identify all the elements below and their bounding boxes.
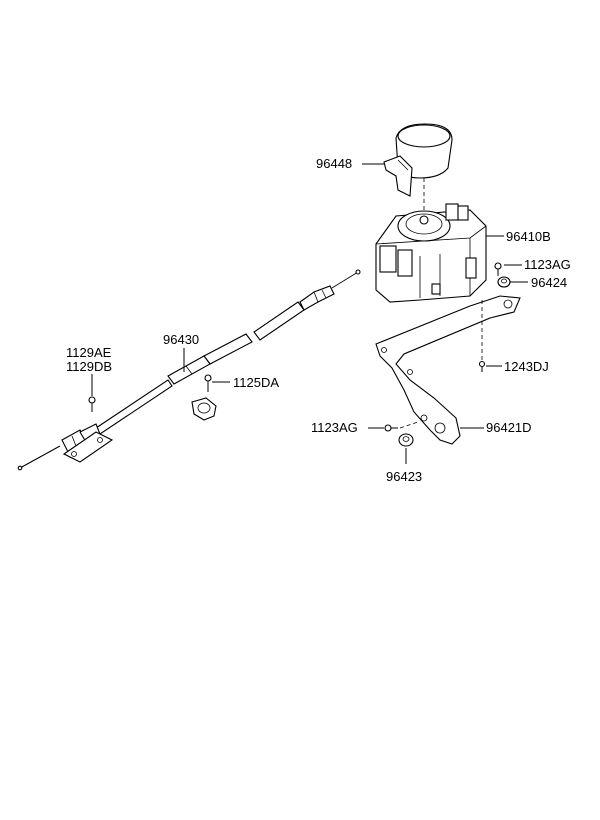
- bolt-1123AG-top: [494, 262, 502, 276]
- label-1123AG-top: 1123AG: [524, 257, 571, 272]
- label-1243DJ: 1243DJ: [504, 359, 549, 374]
- label-96424: 96424: [531, 275, 567, 290]
- label-96448: 96448: [316, 156, 352, 171]
- cable-clip: [191, 397, 217, 421]
- bolt-1125DA: [204, 374, 212, 392]
- nut-96423: [398, 433, 414, 447]
- label-1129DB: 1129DB: [66, 359, 112, 374]
- leader-lines: [91, 163, 528, 464]
- actuator-mounting-bracket: [375, 295, 521, 445]
- label-96410B: 96410B: [506, 229, 551, 244]
- cruise-control-actuator: [375, 203, 487, 303]
- label-1125DA: 1125DA: [233, 375, 279, 390]
- label-96421D: 96421D: [486, 420, 532, 435]
- throttle-control-cable: [17, 269, 361, 471]
- nut-96424: [497, 276, 511, 288]
- actuator-cover-cap: [383, 123, 453, 197]
- bolt-1123AG-bottom: [384, 424, 398, 432]
- bolt-1129AE: [88, 396, 96, 412]
- cable-end-bracket: [62, 431, 114, 463]
- label-96430: 96430: [163, 332, 199, 347]
- label-1123AG-bottom: 1123AG: [311, 420, 358, 435]
- label-96423: 96423: [386, 469, 422, 484]
- bolt-1243DJ: [478, 360, 486, 372]
- label-1129AE: 1129AE: [66, 345, 112, 360]
